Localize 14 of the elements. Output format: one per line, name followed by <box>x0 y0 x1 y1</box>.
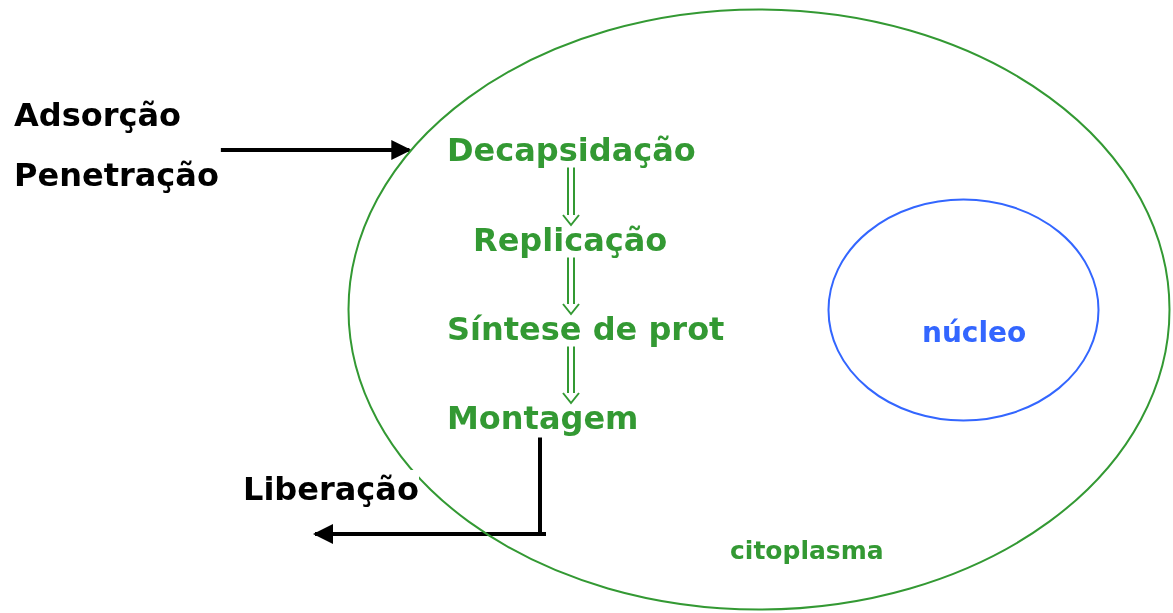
edge-label: Liberação <box>243 470 419 509</box>
region-label: núcleo <box>922 316 1027 350</box>
step-label: Montagem <box>447 399 639 438</box>
arrow <box>220 140 412 160</box>
arrow <box>562 256 580 316</box>
step-label: Adsorção <box>14 96 183 135</box>
arrow <box>562 166 580 227</box>
step-label: Penetração <box>14 156 219 195</box>
step-label: Síntese de prot <box>447 310 725 349</box>
arrow <box>313 435 548 544</box>
arrow <box>562 345 580 405</box>
step-label: Decapsidação <box>447 131 696 170</box>
region-label: citoplasma <box>730 536 884 566</box>
step-label: Replicação <box>473 221 668 260</box>
